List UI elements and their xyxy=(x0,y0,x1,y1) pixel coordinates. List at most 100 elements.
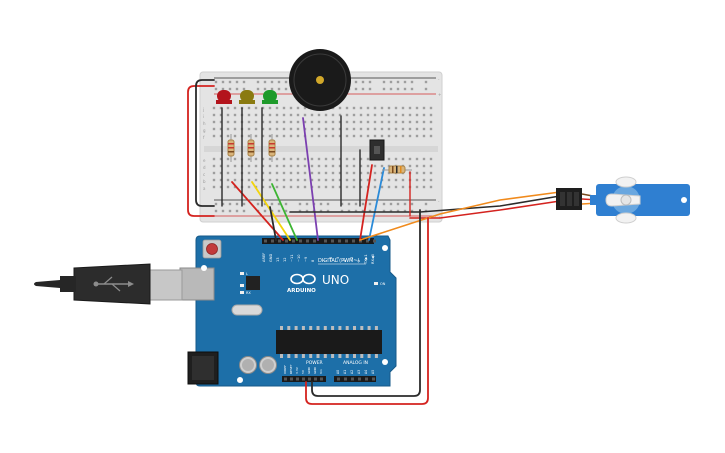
chip-pin xyxy=(287,354,291,358)
breadboard-hole xyxy=(324,171,328,175)
power-pin-hole[interactable] xyxy=(296,377,299,381)
analog-pin-hole[interactable] xyxy=(358,377,361,381)
digital-pin-hole[interactable] xyxy=(324,239,327,243)
power-pin-hole[interactable] xyxy=(284,377,287,381)
digital-pin-hole[interactable] xyxy=(313,239,316,243)
pin-label-1: TX▶1 xyxy=(364,254,368,265)
breadboard-hole xyxy=(429,113,433,117)
push-button[interactable] xyxy=(369,139,385,161)
wire-red-5v[interactable] xyxy=(305,217,429,405)
digital-header[interactable] xyxy=(262,238,374,244)
resistor-3[interactable] xyxy=(268,134,276,162)
digital-pin-hole[interactable] xyxy=(359,239,362,243)
rail-hole xyxy=(298,202,302,206)
digital-pin-hole[interactable] xyxy=(338,239,341,243)
breadboard-hole xyxy=(429,120,433,124)
analog-pin-hole[interactable] xyxy=(337,377,340,381)
breadboard-hole xyxy=(212,171,216,175)
analog-pin-hole[interactable] xyxy=(365,377,368,381)
breadboard-hole xyxy=(275,157,279,161)
analog-pin-hole[interactable] xyxy=(372,377,375,381)
power-pin-hole[interactable] xyxy=(314,377,317,381)
piezo-buzzer[interactable] xyxy=(289,49,351,111)
resistor-2[interactable] xyxy=(247,134,255,162)
wire-red-servo-power[interactable] xyxy=(409,200,561,219)
breadboard-hole xyxy=(317,134,321,138)
breadboard-hole xyxy=(212,185,216,189)
wire-black-gnd-bottom[interactable] xyxy=(311,209,421,397)
breadboard-hole xyxy=(233,120,237,124)
digital-pin-hole[interactable] xyxy=(345,239,348,243)
wire-black-gnd[interactable] xyxy=(269,206,277,241)
push-button-cap[interactable] xyxy=(374,146,380,154)
pin-label-5: ~5 xyxy=(336,257,340,262)
digital-pin-hole[interactable] xyxy=(366,239,369,243)
breadboard-hole xyxy=(226,157,230,161)
digital-pin-hole[interactable] xyxy=(373,239,376,243)
breadboard-hole xyxy=(310,171,314,175)
yellow-led[interactable] xyxy=(239,90,255,104)
breadboard-hole xyxy=(282,106,286,110)
power-pin-hole[interactable] xyxy=(302,377,305,381)
power-pin-hole[interactable] xyxy=(290,377,293,381)
wire-purple-buzzer-signal[interactable] xyxy=(302,117,319,241)
green-led-dome xyxy=(263,90,277,102)
power-pin-hole[interactable] xyxy=(320,377,323,381)
resistor-4-button-pulldown[interactable] xyxy=(382,165,412,174)
capacitor-1-top xyxy=(242,359,254,371)
breadboard-hole xyxy=(233,157,237,161)
digital-pin-hole[interactable] xyxy=(306,239,309,243)
breadboard-hole xyxy=(324,120,328,124)
digital-pin-hole[interactable] xyxy=(331,239,334,243)
breadboard-hole xyxy=(415,134,419,138)
breadboard-hole xyxy=(387,164,391,168)
red-led[interactable] xyxy=(216,90,232,104)
servo-motor[interactable] xyxy=(556,176,690,224)
analog-pin-hole[interactable] xyxy=(344,377,347,381)
breadboard-hole xyxy=(345,178,349,182)
digital-pin-hole[interactable] xyxy=(292,239,295,243)
wire-orange-servo-signal[interactable] xyxy=(359,191,561,241)
wire-red-rail-link[interactable] xyxy=(187,85,215,217)
breadboard-hole xyxy=(422,127,426,131)
analog-pin-hole[interactable] xyxy=(351,377,354,381)
breadboard-hole xyxy=(233,185,237,189)
usb-cable[interactable] xyxy=(34,263,183,305)
reset-button[interactable] xyxy=(206,243,218,255)
breadboard-hole xyxy=(422,120,426,124)
green-led[interactable] xyxy=(262,90,278,104)
wire-black-rail-link[interactable] xyxy=(195,79,215,207)
digital-pin-hole[interactable] xyxy=(285,239,288,243)
digital-pin-hole[interactable] xyxy=(264,239,267,243)
breadboard-hole xyxy=(373,178,377,182)
model-text: UNO xyxy=(322,273,349,287)
wire-red-button[interactable] xyxy=(359,164,373,241)
analog-header[interactable] xyxy=(334,376,376,382)
resistor-1[interactable] xyxy=(227,134,235,162)
digital-pin-hole[interactable] xyxy=(352,239,355,243)
breadboard-hole xyxy=(408,127,412,131)
pin-label-2: 2 xyxy=(357,260,361,262)
breadboard-hole xyxy=(338,106,342,110)
power-pin-hole[interactable] xyxy=(308,377,311,381)
arduino-uno-board[interactable]: AREF GND 13 12 ~11 ~10 ~9 8 7 ~6 ~5 4 ~3… xyxy=(179,235,397,387)
l-led xyxy=(240,272,244,275)
breadboard-hole xyxy=(359,164,363,168)
breadboard-hole xyxy=(296,164,300,168)
breadboard-hole xyxy=(352,171,356,175)
servo-horn-top xyxy=(615,176,637,188)
breadboard-hole xyxy=(373,171,377,175)
digital-pin-hole[interactable] xyxy=(271,239,274,243)
rail-hole xyxy=(389,209,393,213)
analog-in-label: ANALOG IN xyxy=(343,360,368,366)
breadboard-hole xyxy=(331,178,335,182)
digital-pin-hole[interactable] xyxy=(299,239,302,243)
breadboard-hole xyxy=(282,120,286,124)
digital-pin-hole[interactable] xyxy=(278,239,281,243)
wire-blue-button[interactable] xyxy=(368,167,385,241)
wire-green-led-signal[interactable] xyxy=(271,183,298,241)
breadboard-hole xyxy=(317,185,321,189)
rail-hole xyxy=(221,209,225,213)
breadboard-hole xyxy=(226,185,230,189)
breadboard-hole xyxy=(254,134,258,138)
